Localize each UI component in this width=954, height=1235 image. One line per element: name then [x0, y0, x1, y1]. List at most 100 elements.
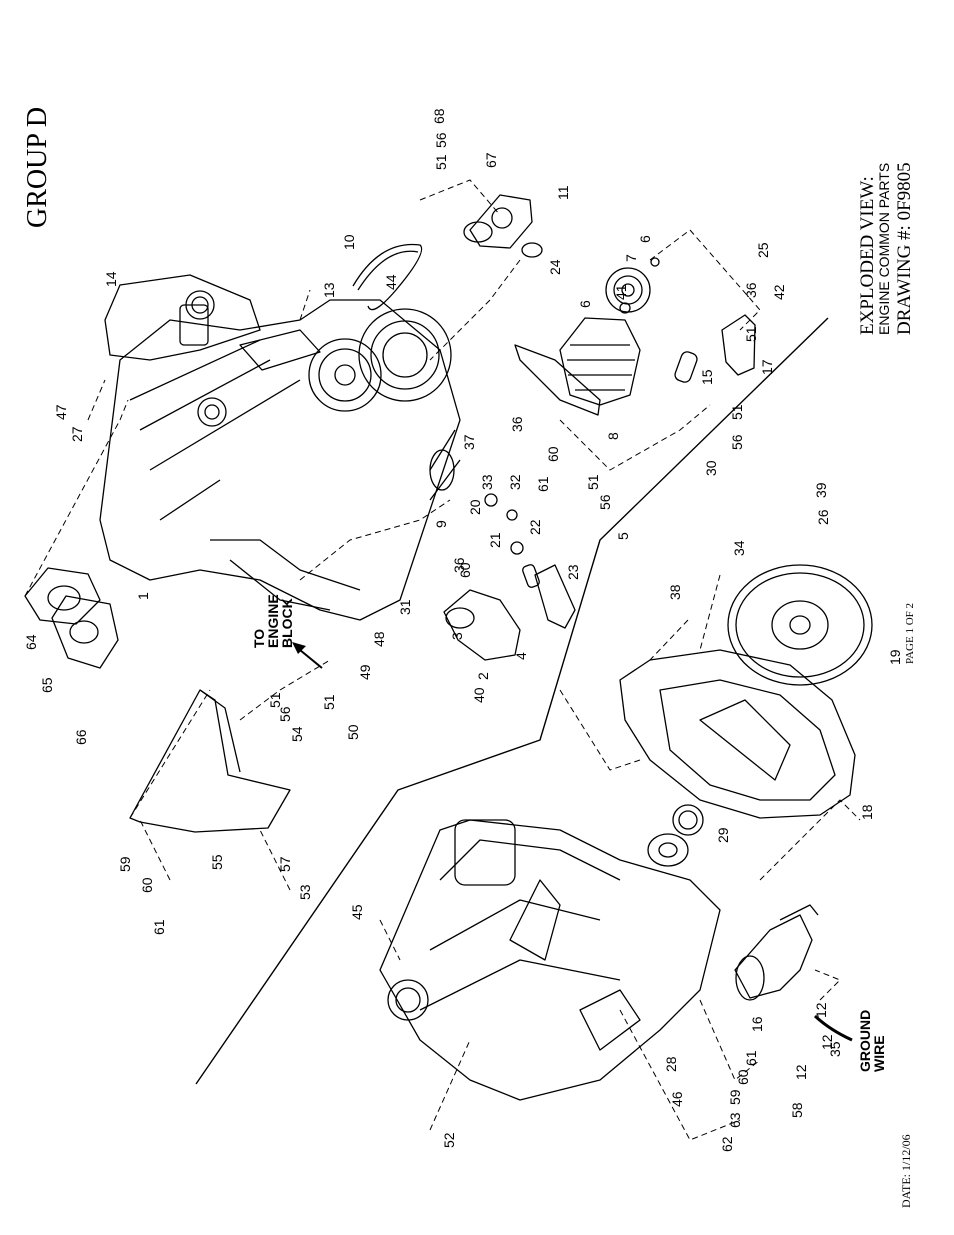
callout-arrowhead	[292, 642, 306, 654]
part-number-17: 17	[759, 359, 775, 375]
part-number-61: 61	[151, 919, 167, 935]
part-number-63: 63	[727, 1112, 743, 1128]
to-engine-block-callout: TO ENGINE BLOCK	[251, 594, 323, 669]
part-number-49: 49	[357, 664, 373, 680]
part-number-54: 54	[289, 726, 305, 742]
part-number-61: 61	[535, 476, 551, 492]
part-number-51: 51	[267, 692, 283, 708]
separator-line	[195, 317, 829, 1085]
alternator-assembly	[514, 242, 756, 416]
part-number-2: 2	[475, 672, 491, 680]
part-number-29: 29	[715, 827, 731, 843]
part-number-51: 51	[433, 154, 449, 170]
drive-belt	[352, 243, 423, 311]
fuel-components	[484, 493, 576, 629]
part-number-46: 46	[669, 1091, 685, 1107]
callout-to: TO	[251, 629, 267, 648]
callout-block: BLOCK	[279, 598, 295, 648]
part-number-37: 37	[461, 434, 477, 450]
part-number-53: 53	[297, 884, 313, 900]
part-number-39: 39	[813, 482, 829, 498]
part-number-56: 56	[729, 434, 745, 450]
part-number-14: 14	[103, 271, 119, 287]
part-number-10: 10	[341, 234, 357, 250]
upper-engine-assembly	[99, 274, 461, 621]
part-number-7: 7	[623, 254, 639, 262]
part-number-6: 6	[637, 235, 653, 243]
line-art	[24, 179, 873, 1141]
part-number-51: 51	[729, 404, 745, 420]
part-number-60: 60	[545, 446, 561, 462]
part-number-67: 67	[483, 152, 499, 168]
part-number-59: 59	[117, 856, 133, 872]
title-line-3: DRAWING #: 0F9805	[894, 162, 915, 335]
part-number-60: 60	[735, 1069, 751, 1085]
part-number-27: 27	[69, 426, 85, 442]
gasket-and-flange	[24, 567, 119, 669]
part-number-5: 5	[615, 532, 631, 540]
part-number-41: 41	[613, 284, 629, 300]
part-number-56: 56	[597, 494, 613, 510]
part-number-48: 48	[371, 631, 387, 647]
ground-wire-callout: GROUND WIRE	[857, 1010, 887, 1072]
part-number-59: 59	[727, 1089, 743, 1105]
callout-engine: ENGINE	[265, 594, 281, 648]
part-number-61: 61	[743, 1050, 759, 1066]
part-number-4: 4	[513, 652, 529, 660]
part-number-40: 40	[471, 687, 487, 703]
part-number-51: 51	[321, 694, 337, 710]
part-number-36: 36	[743, 282, 759, 298]
part-number-12: 12	[793, 1064, 809, 1080]
part-number-13: 13	[321, 282, 337, 298]
lower-engine-assembly	[379, 819, 721, 1101]
part-number-50: 50	[345, 724, 361, 740]
leader-lines	[24, 179, 861, 1141]
callout-arrow	[299, 649, 323, 669]
part-number-6: 6	[577, 300, 593, 308]
part-number-22: 22	[527, 519, 543, 535]
part-number-33: 33	[479, 474, 495, 490]
part-number-56: 56	[433, 132, 449, 148]
part-number-9: 9	[433, 520, 449, 528]
starter-motor	[734, 904, 819, 1001]
exhaust-elbow	[443, 589, 521, 661]
page-number: PAGE 1 OF 2	[904, 603, 916, 664]
heat-shield	[129, 689, 291, 833]
part-number-56: 56	[277, 706, 293, 722]
part-number-25: 25	[755, 242, 771, 258]
part-number-57: 57	[277, 856, 293, 872]
thermostat-housing	[463, 194, 533, 249]
title-line-1: EXPLODED VIEW:	[857, 176, 878, 335]
part-number-66: 66	[73, 729, 89, 745]
part-number-16: 16	[749, 1016, 765, 1032]
flex-plate	[727, 564, 873, 686]
part-number-26: 26	[815, 509, 831, 525]
group-label: GROUP D	[22, 107, 53, 228]
coupling-disk	[647, 833, 689, 867]
part-number-60: 60	[457, 562, 473, 578]
part-number-23: 23	[565, 564, 581, 580]
part-number-35: 35	[827, 1041, 843, 1057]
title-line-2: ENGINE COMMON PARTS	[876, 163, 892, 335]
part-number-18: 18	[859, 804, 875, 820]
part-number-20: 20	[467, 499, 483, 515]
part-number-8: 8	[605, 432, 621, 440]
part-number-34: 34	[731, 540, 747, 556]
part-number-11: 11	[555, 185, 571, 200]
header-group: GROUP D	[22, 107, 53, 228]
part-number-64: 64	[23, 634, 39, 650]
part-number-24: 24	[547, 259, 563, 275]
part-number-55: 55	[209, 854, 225, 870]
part-number-30: 30	[703, 460, 719, 476]
part-number-45: 45	[349, 904, 365, 920]
part-number-60: 60	[139, 877, 155, 893]
callout-ground: GROUND	[857, 1010, 873, 1072]
part-number-3: 3	[449, 632, 465, 640]
part-number-42: 42	[771, 284, 787, 300]
title-block: EXPLODED VIEW: ENGINE COMMON PARTS DRAWI…	[857, 162, 915, 335]
part-number-44: 44	[383, 274, 399, 290]
part-number-31: 31	[397, 599, 413, 615]
ground-wire-strap	[813, 1014, 853, 1042]
part-number-38: 38	[667, 584, 683, 600]
